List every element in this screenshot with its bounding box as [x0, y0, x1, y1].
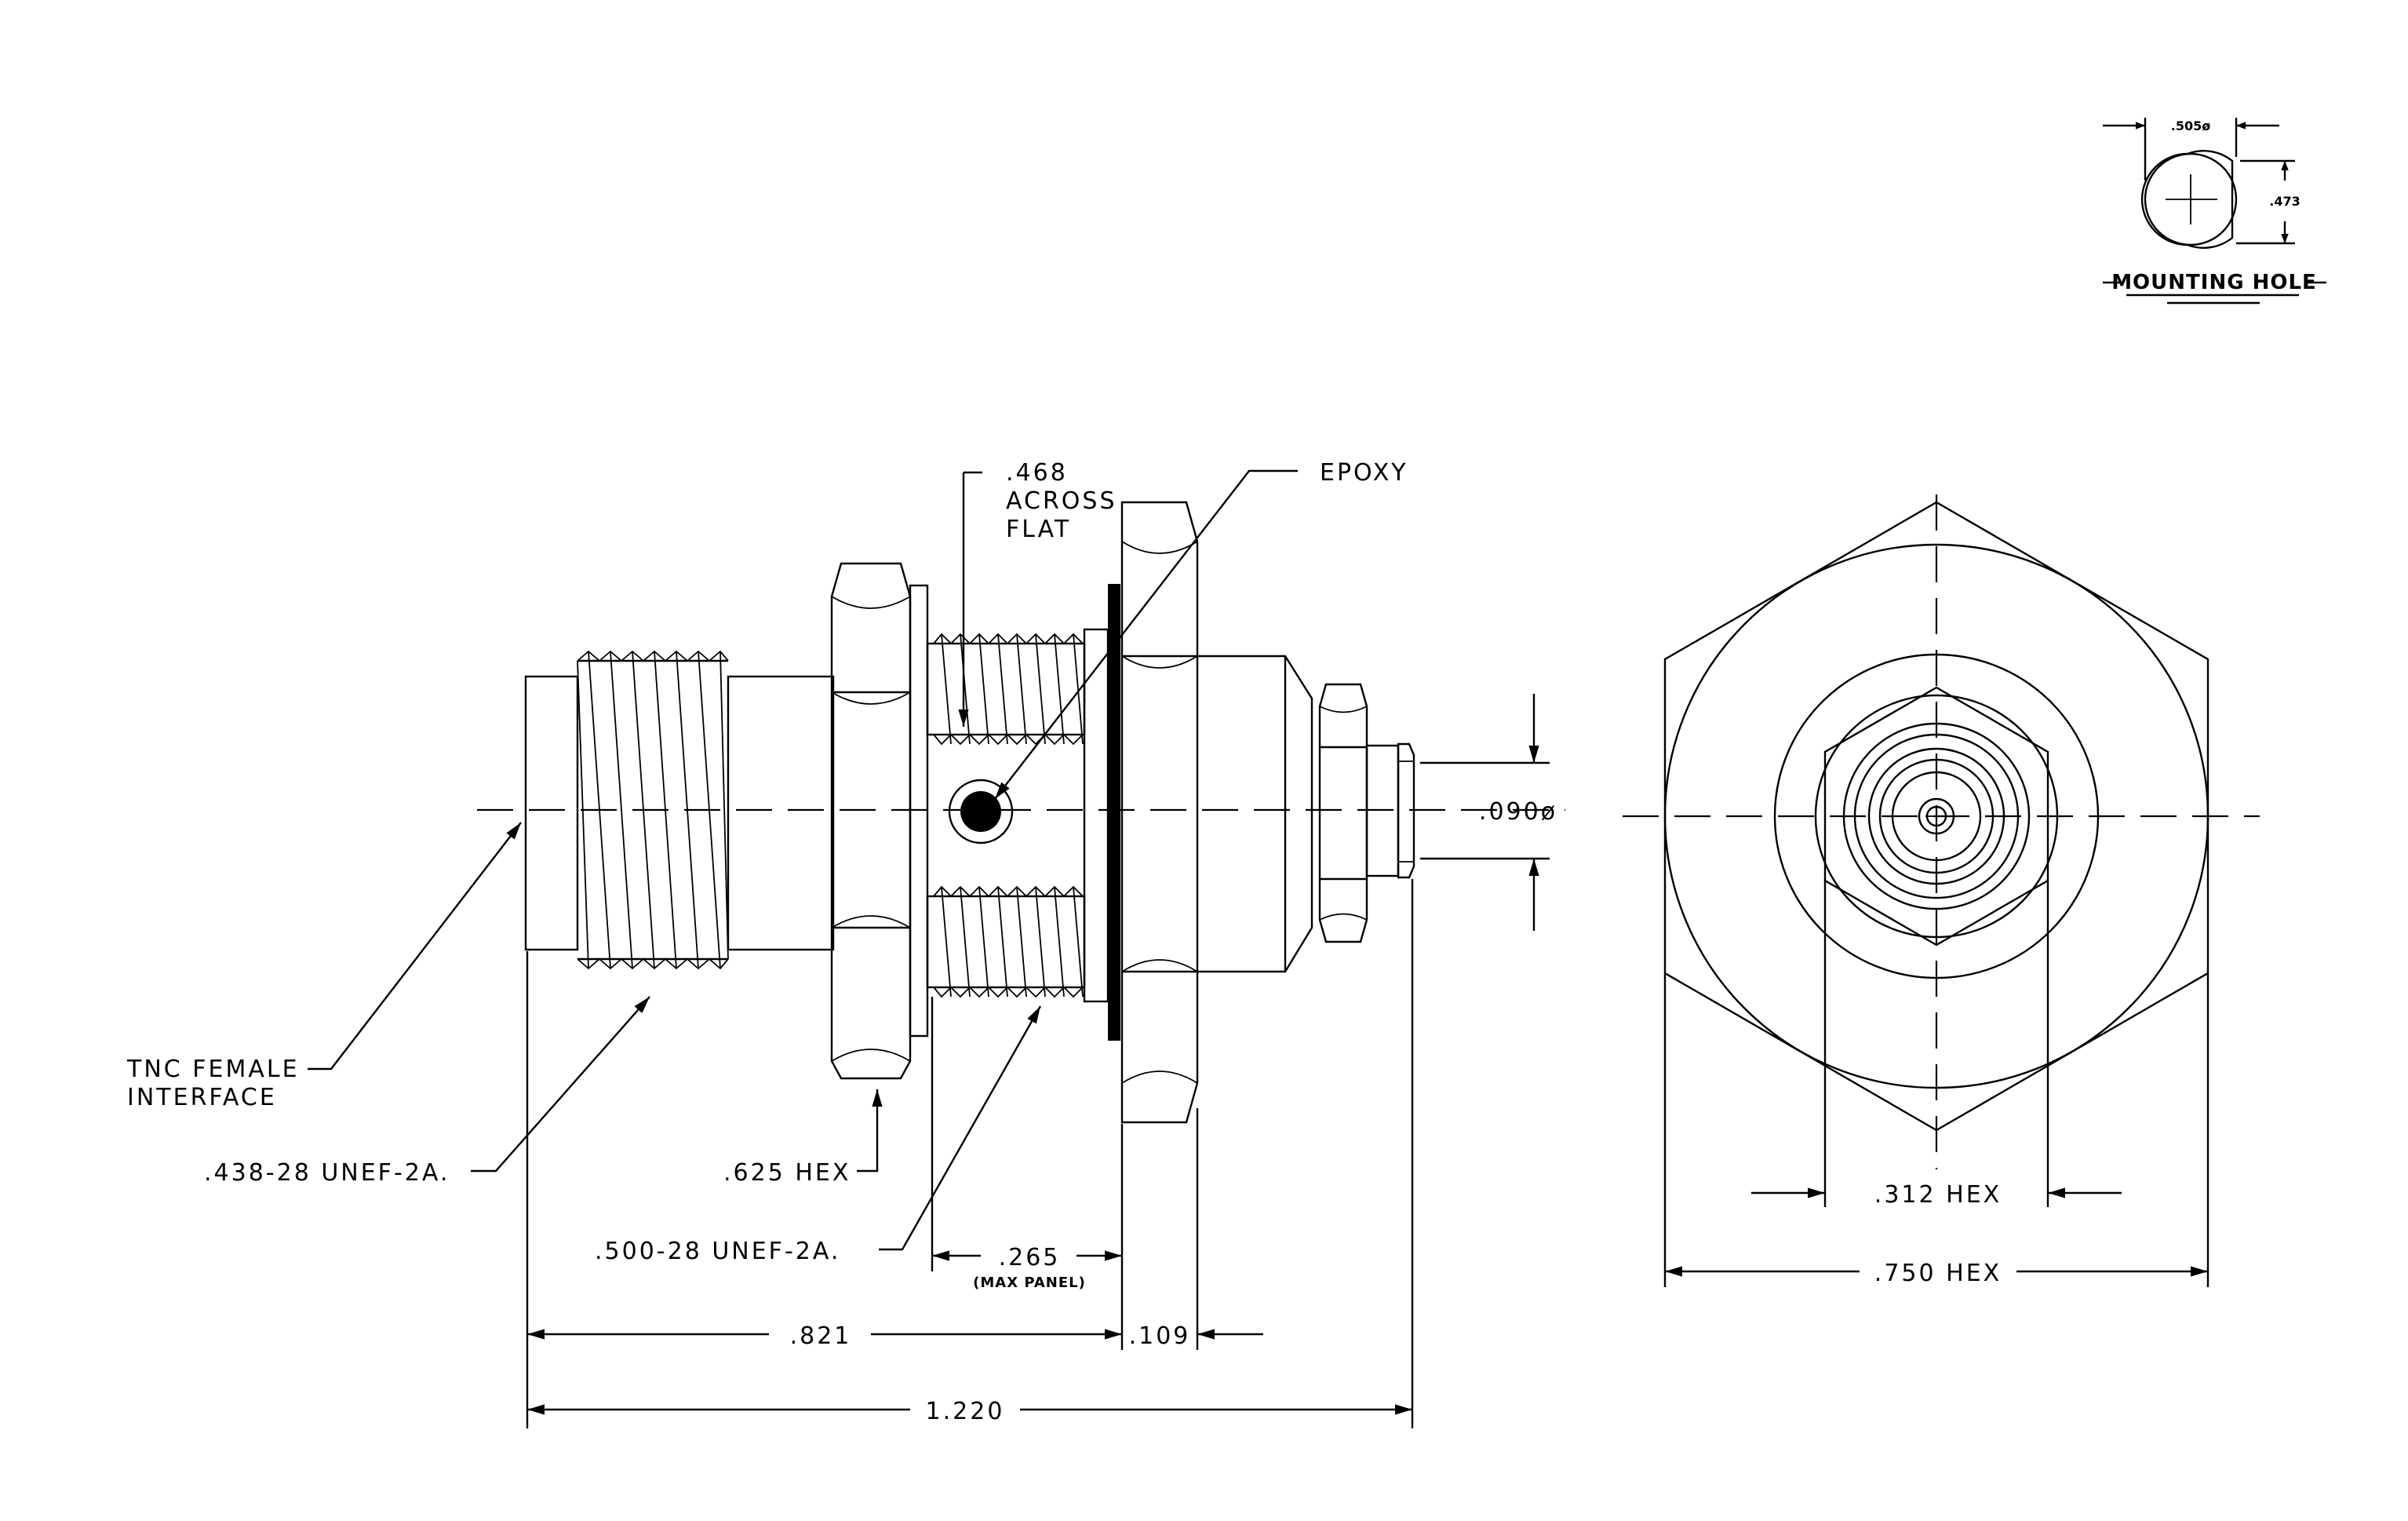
rear-thread-lower: [926, 885, 1086, 998]
across-flat-line3: FLAT: [1006, 516, 1071, 543]
mounting-hole-view: .505ø .473 MOUNTING HOLE: [2103, 118, 2326, 305]
hex-312-label: .312 HEX: [1874, 1181, 2002, 1209]
tnc-interface-line1: TNC FEMALE: [126, 1056, 300, 1083]
overall-length: 1.220: [926, 1398, 1005, 1425]
mounting-hole-title: MOUNTING HOLE: [2111, 271, 2317, 294]
hex-625-label: .625 HEX: [723, 1159, 851, 1187]
mounting-hole-diameter: .505ø: [2171, 119, 2210, 133]
tnc-interface-line2: INTERFACE: [127, 1084, 277, 1111]
mounting-hole-flat: .473: [2269, 194, 2300, 209]
across-flat-line1: .468: [1006, 459, 1068, 487]
panel-dimension-note: (MAX PANEL): [973, 1275, 1086, 1291]
epoxy-fill: [960, 791, 1001, 832]
front-thread: [577, 650, 729, 970]
end-view: .312 HEX .750 HEX: [1623, 494, 2260, 1287]
pin-diameter-label: .090ø: [1479, 798, 1557, 826]
hex-750-label: .750 HEX: [1874, 1260, 2002, 1287]
gasket: [1108, 584, 1120, 1041]
across-flat-line2: ACROSS: [1006, 487, 1117, 515]
rear-thread-upper: [926, 633, 1086, 746]
length-109: .109: [1129, 1322, 1191, 1350]
length-821: .821: [790, 1322, 852, 1350]
rear-thread-label: .500-28 UNEF-2A.: [595, 1238, 840, 1265]
side-view: .090ø .265 (MAX PANEL) .821 .109 1.220 .…: [126, 459, 1565, 1428]
epoxy-port: [948, 779, 1014, 844]
epoxy-label: EPOXY: [1320, 459, 1408, 487]
panel-dimension: .265: [999, 1244, 1061, 1271]
front-thread-label: .438-28 UNEF-2A.: [204, 1159, 450, 1187]
